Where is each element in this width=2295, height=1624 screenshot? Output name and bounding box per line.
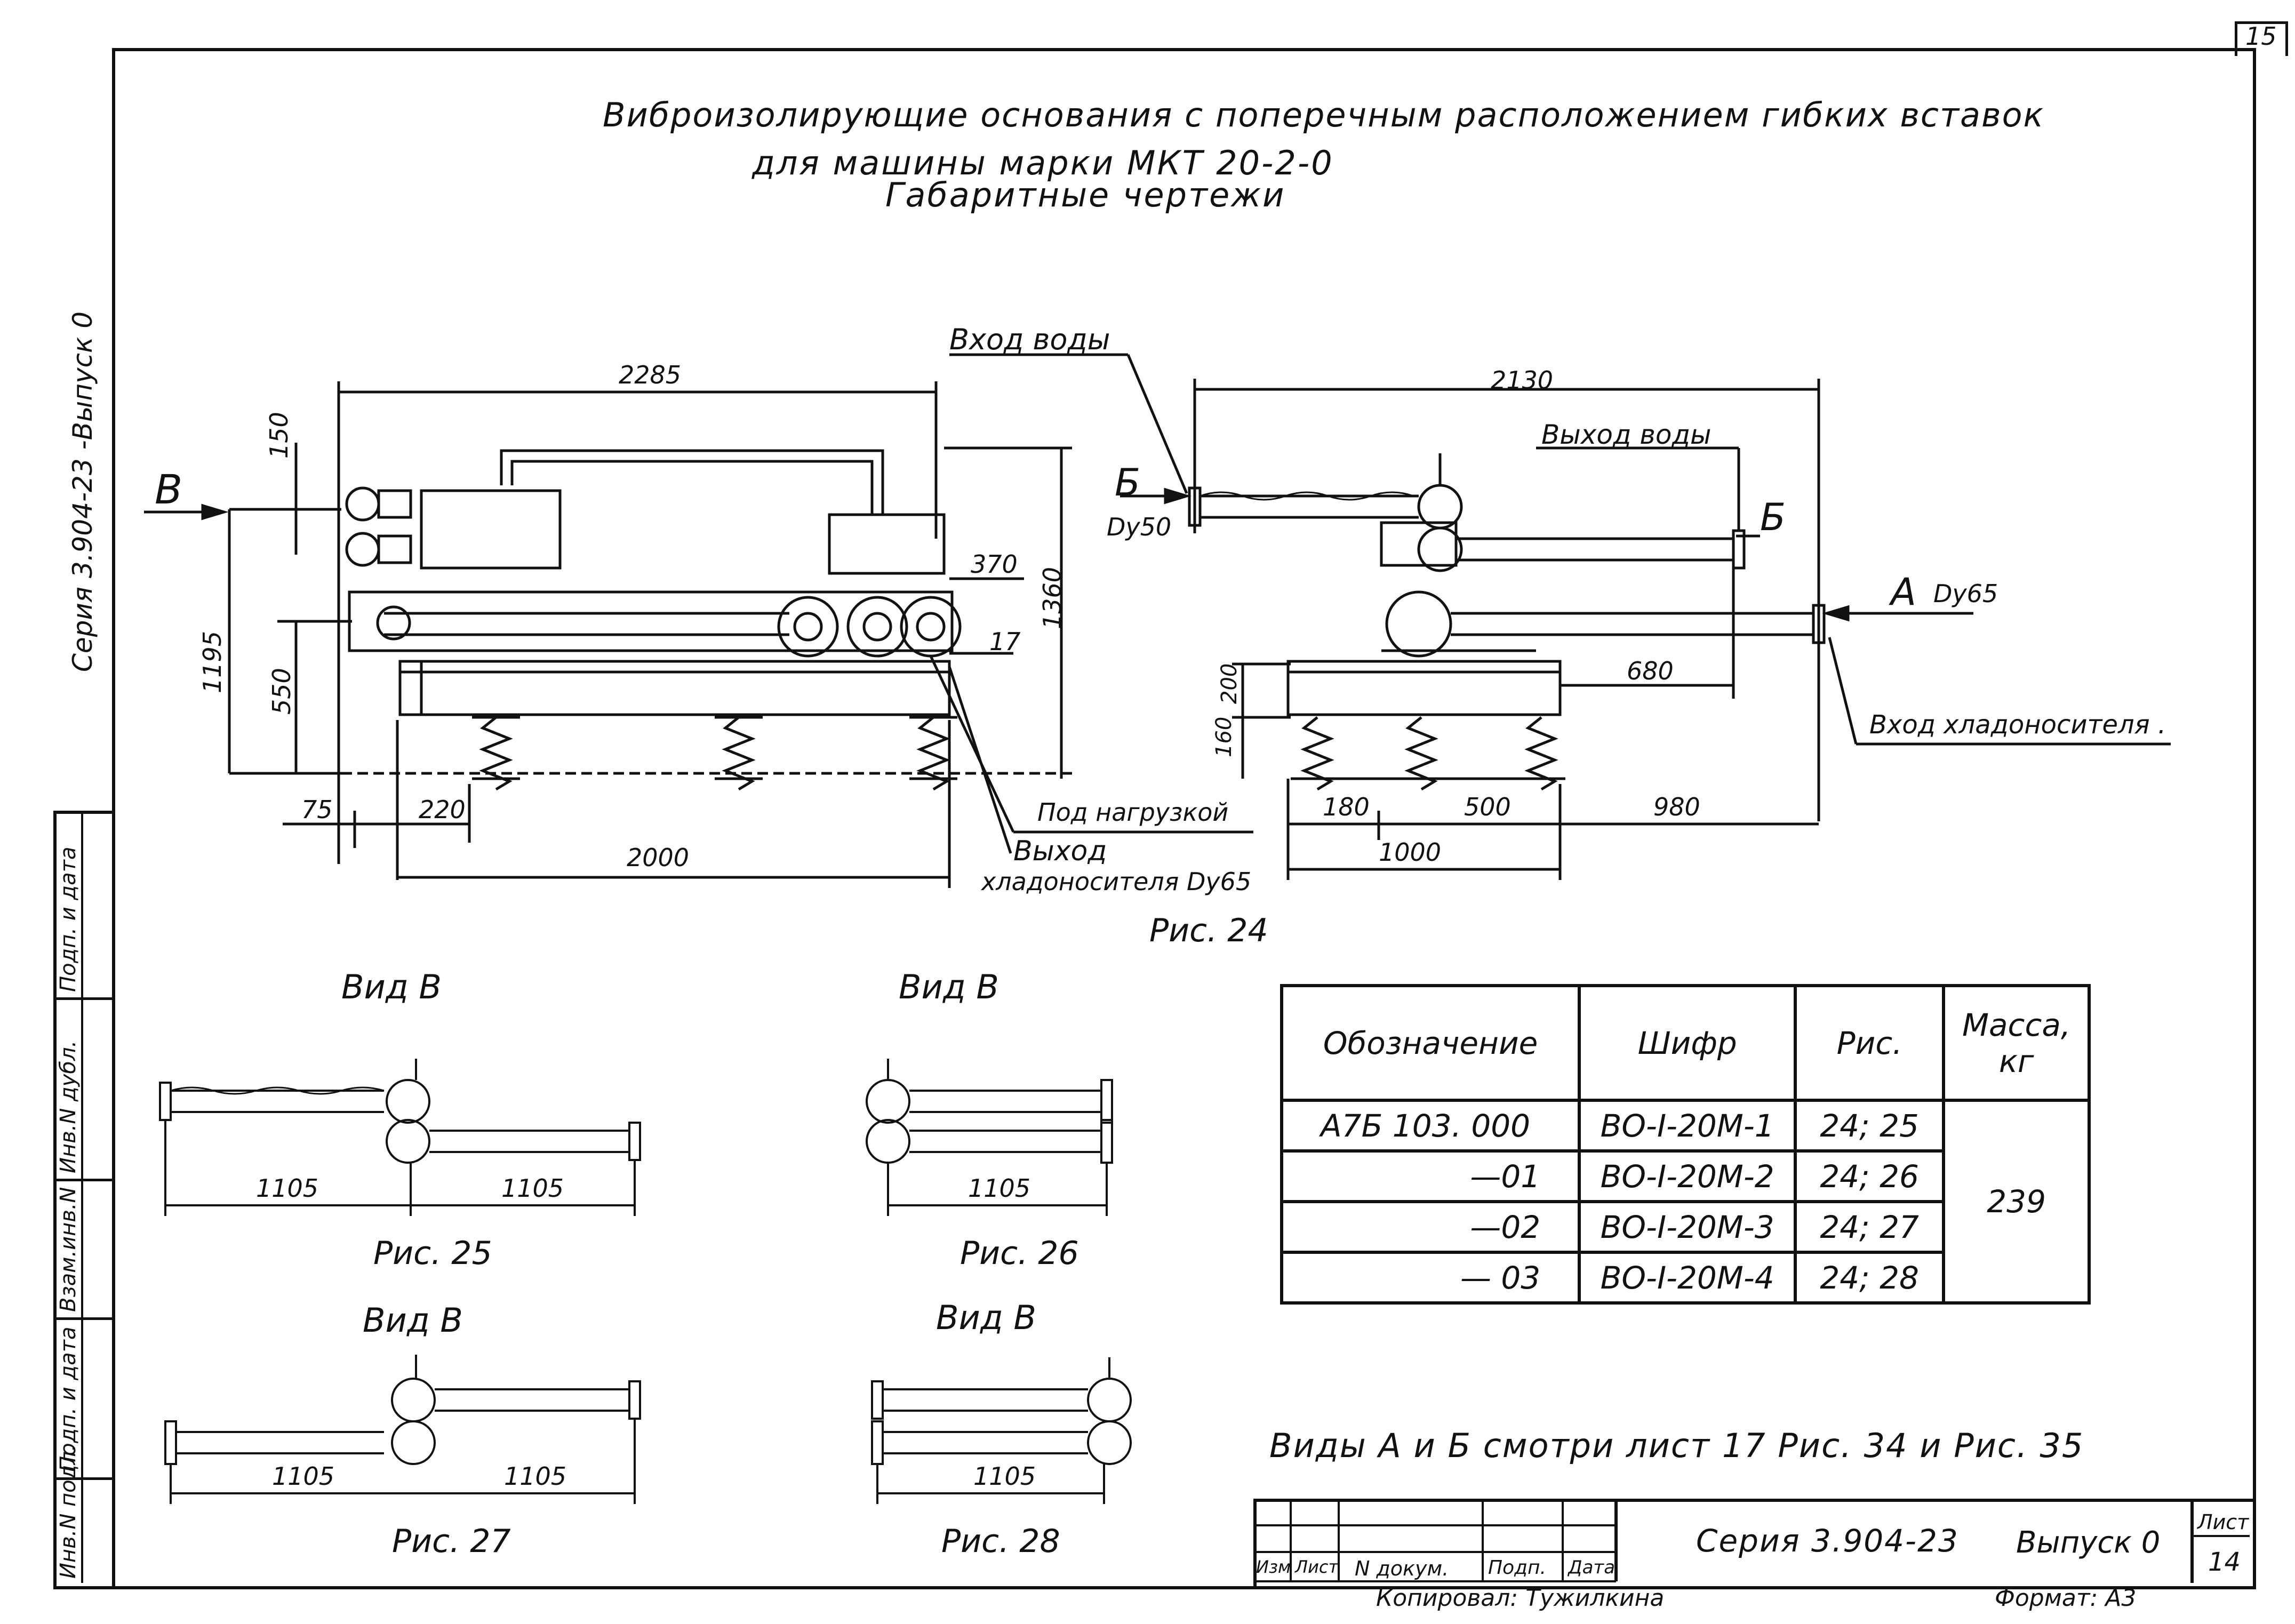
label-dy65: Dy65 — [1933, 579, 1998, 608]
label-section-b-right: Б — [1760, 495, 1786, 539]
corner-number: 15 — [2245, 22, 2277, 51]
tb-col-izm: Изм — [1256, 1557, 1291, 1577]
tb-sheet-label: Лист — [2197, 1510, 2249, 1534]
label-section-a: А — [1891, 570, 1916, 614]
dim-2285: 2285 — [619, 361, 682, 389]
label-section-b-left: Б — [1115, 461, 1141, 505]
label-coolant-out-1: Выход — [1013, 835, 1107, 867]
label-under-load: Под нагрузкой — [1037, 798, 1229, 827]
label-dy50: Dy50 — [1107, 513, 1172, 541]
view27-caption: Рис. 27 — [392, 1523, 511, 1560]
cell-fig: 24; 26 — [1794, 1149, 1946, 1203]
table-row: А7Б 103. 000 ВО-I-20М-1 24; 25 239 — [1280, 1099, 2091, 1305]
dim-1000: 1000 — [1379, 838, 1442, 867]
table-row: —02 ВО-I-20М-3 24; 27 — [1280, 1200, 2089, 1254]
cell-fig: 24; 28 — [1794, 1251, 1946, 1305]
cell-designation: — 03 — [1280, 1251, 1581, 1305]
cell-code: ВО-I-20М-2 — [1578, 1149, 1797, 1203]
title-line-3: Габаритные чертежи — [885, 175, 1286, 214]
cell-designation: А7Б 103. 000 — [1280, 1099, 1581, 1153]
dim-2000: 2000 — [627, 843, 690, 872]
tb-col-list: Лист — [1295, 1557, 1339, 1577]
cell-designation: —02 — [1280, 1200, 1581, 1254]
view26-caption: Рис. 26 — [960, 1235, 1079, 1272]
cell-fig: 24; 25 — [1794, 1099, 1946, 1153]
view26-dim: 1105 — [968, 1174, 1031, 1203]
fig27-drawing — [164, 1355, 641, 1504]
title-block — [1253, 1499, 2253, 1586]
dim-680: 680 — [1627, 657, 1674, 685]
label-water-in: Вход воды — [949, 323, 1110, 356]
sheet-frame — [112, 48, 2256, 1589]
label-view-v: В — [155, 466, 183, 513]
fig26-drawing — [866, 1059, 1113, 1216]
table-row: —01 ВО-I-20М-2 24; 26 — [1280, 1149, 2089, 1203]
header-designation: Обозначение — [1280, 984, 1581, 1102]
tb-col-podp: Подп. — [1488, 1557, 1546, 1579]
cell-code: ВО-I-20М-1 — [1578, 1099, 1797, 1153]
tb-issue: Выпуск 0 — [2016, 1525, 2161, 1560]
dim-17: 17 — [989, 627, 1021, 656]
view25-dim-right: 1105 — [501, 1174, 564, 1203]
label-coolant-in: Вход хладоносителя . — [1869, 710, 2166, 740]
cell-fig: 24; 27 — [1794, 1200, 1946, 1254]
cell-code: ВО-I-20М-3 — [1578, 1200, 1797, 1254]
label-coolant-out-2: хладоносителя Dy65 — [981, 867, 1252, 896]
fig24-caption: Рис. 24 — [1149, 912, 1268, 949]
dim-220: 220 — [419, 795, 466, 824]
header-fig: Рис. — [1794, 984, 1946, 1102]
view25-title: Вид В — [341, 967, 442, 1006]
tb-format: Формат: А3 — [1995, 1585, 2137, 1612]
spec-header-row: Обозначение Шифр Рис. Масса, кг — [1280, 984, 2091, 1102]
tb-copied-by: Копировал: Тужилкина — [1376, 1585, 1665, 1612]
view28-dim: 1105 — [973, 1462, 1036, 1491]
tb-series: Серия 3.904-23 — [1696, 1523, 1959, 1559]
dim-370: 370 — [971, 550, 1018, 579]
cell-mass: 239 — [1942, 1099, 2091, 1305]
title-line-1: Виброизолирующие основания с поперечным … — [603, 95, 2044, 134]
dim-2130: 2130 — [1491, 366, 1554, 395]
view25-dim-left: 1105 — [256, 1174, 319, 1203]
tb-sheet-number: 14 — [2208, 1547, 2241, 1577]
view28-caption: Рис. 28 — [941, 1523, 1060, 1560]
title-line-2: для машины марки МКТ 20-2-0 — [752, 143, 1334, 182]
tb-col-data: Дата — [1568, 1557, 1616, 1578]
cell-designation: —01 — [1280, 1149, 1581, 1203]
cell-code: ВО-I-20М-4 — [1578, 1251, 1797, 1305]
header-code: Шифр — [1578, 984, 1797, 1102]
view25-caption: Рис. 25 — [373, 1235, 492, 1272]
left-stamp — [53, 811, 115, 1589]
view28-title: Вид В — [936, 1298, 1036, 1337]
dim-980: 980 — [1653, 793, 1700, 821]
views-note: Виды А и Б смотри лист 17 Рис. 34 и Рис.… — [1269, 1426, 2084, 1465]
fig25-drawing — [159, 1059, 641, 1216]
left-stamp-cells — [53, 811, 115, 1583]
view27-dim-left: 1105 — [272, 1462, 335, 1491]
view26-title: Вид В — [899, 967, 999, 1006]
view27-dim-right: 1105 — [504, 1462, 567, 1491]
fig28-drawing — [871, 1357, 1132, 1504]
view27-title: Вид В — [363, 1301, 463, 1340]
table-row: — 03 ВО-I-20М-4 24; 28 — [1280, 1251, 2089, 1305]
spec-table: Обозначение Шифр Рис. Масса, кг А7Б 103.… — [1280, 984, 2091, 1305]
corner-box — [2235, 21, 2288, 56]
dim-180: 180 — [1323, 793, 1370, 821]
dim-75: 75 — [301, 795, 333, 824]
tb-col-doc: N докум. — [1355, 1557, 1449, 1580]
header-mass: Масса, кг — [1942, 984, 2091, 1102]
dim-500: 500 — [1464, 793, 1511, 821]
label-water-out: Выход воды — [1541, 419, 1712, 450]
